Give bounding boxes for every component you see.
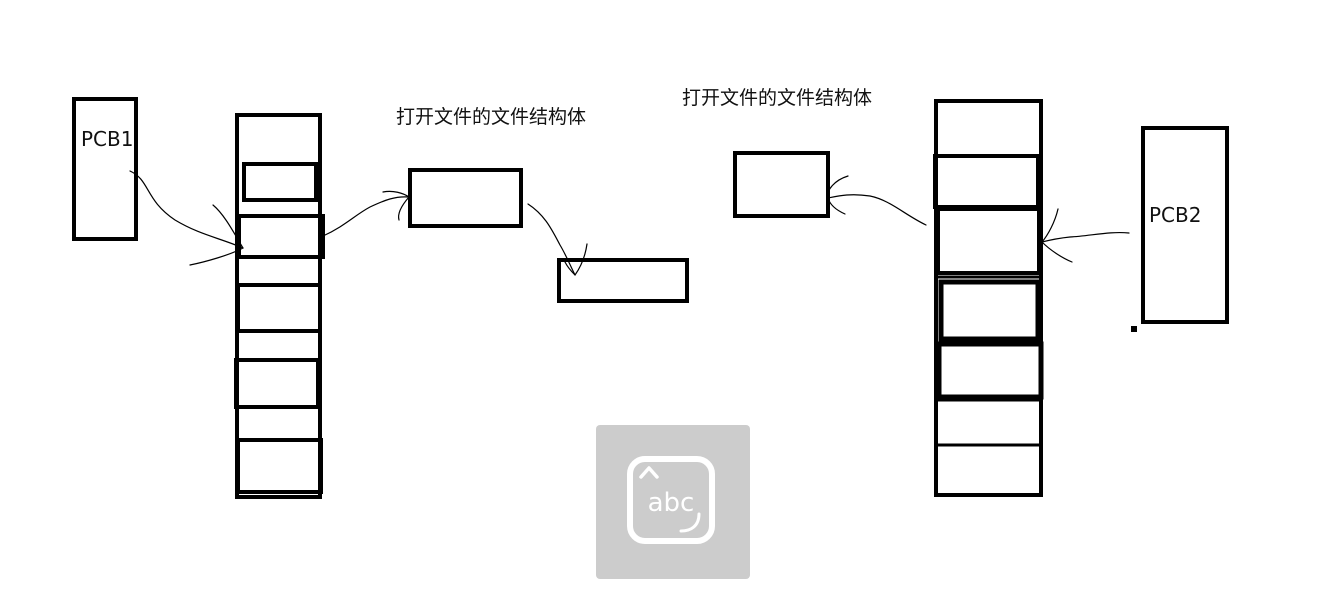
pcb2-label: PCB2: [1149, 203, 1202, 227]
file-struct-box-1: [408, 168, 523, 228]
arrow-fd-to-file1-head: [382, 190, 410, 221]
fd-slot-right-1: [936, 207, 1041, 275]
fd-slot-right-2: [938, 279, 1041, 342]
smile-icon: [679, 512, 701, 533]
arrow-pcb1-head: [189, 204, 244, 266]
badge-text: abc: [647, 488, 695, 518]
fd-slot-left-0: [242, 162, 318, 202]
arrow-pcb1-to-fd: [129, 170, 244, 249]
keyboard-abc-badge[interactable]: abc: [596, 425, 750, 579]
fd-table-right: [934, 99, 1043, 497]
arrow-file1-to-file2: [527, 203, 576, 276]
arrow-fd-to-file1: [322, 196, 410, 237]
pcb1-box: [72, 97, 138, 241]
file-struct-label-left: 打开文件的文件结构体: [396, 106, 587, 128]
dot-mark: [1131, 326, 1137, 332]
file-struct-box-3: [733, 151, 830, 218]
fd-slot-left-4: [236, 438, 323, 494]
arrow-fd-to-file3: [827, 194, 927, 226]
arrow-file1-to-file2-head: [564, 243, 588, 276]
file-struct-box-2: [557, 258, 689, 303]
fd-slot-left-1: [237, 214, 325, 259]
fd-slot-left-2: [236, 283, 322, 333]
pcb2-box: [1141, 126, 1229, 324]
fd-slot-right-3: [936, 341, 1044, 400]
arrow-pcb2-head: [1041, 208, 1073, 263]
pcb1-label: PCB1: [81, 127, 134, 151]
caret-icon: [639, 466, 659, 479]
file-struct-label-right: 打开文件的文件结构体: [682, 87, 873, 109]
arrow-fd-to-file3-head: [827, 175, 849, 215]
arrow-pcb2-to-fd: [1041, 231, 1130, 243]
fd-slot-left-3: [234, 358, 320, 409]
keyboard-abc-icon: abc: [627, 456, 715, 544]
fd-slot-right-0: [933, 154, 1040, 209]
